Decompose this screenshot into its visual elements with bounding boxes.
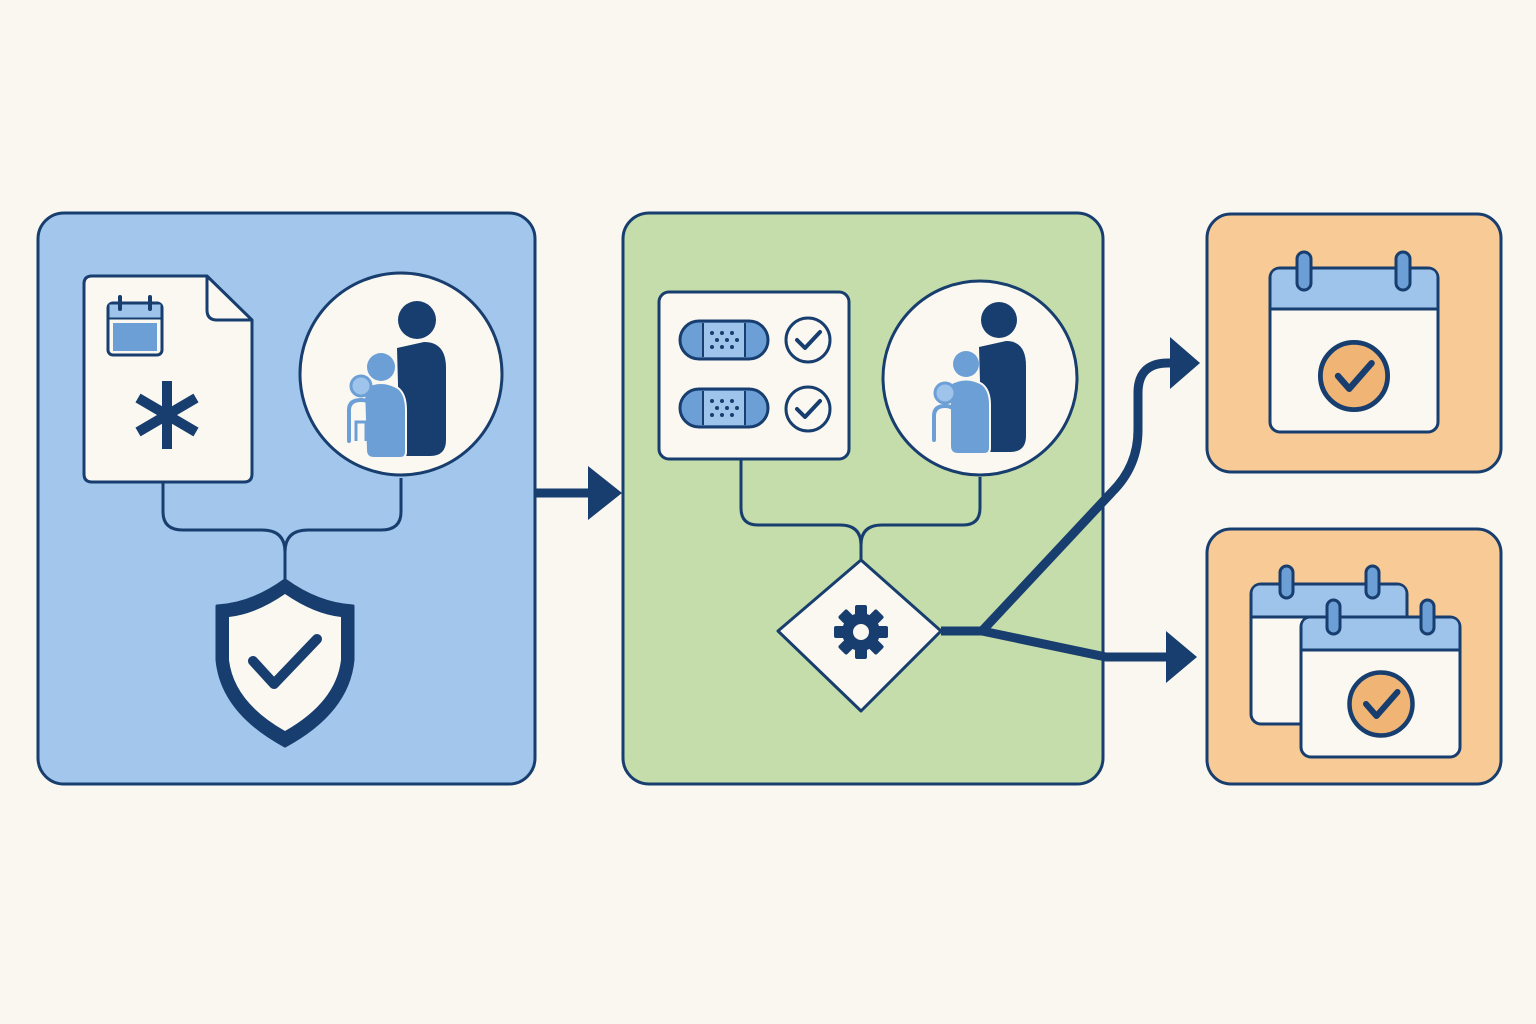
- asterisk-icon: [135, 381, 199, 449]
- connector-line: [161, 482, 287, 580]
- bandage-icon: [678, 387, 770, 429]
- gear-icon: [834, 605, 888, 659]
- arrow-intake-to-processing: [535, 466, 622, 520]
- check-circle-icon: [784, 316, 832, 364]
- calendar-check-icon: [1268, 250, 1440, 434]
- panel-processing: [621, 211, 1105, 786]
- panel-multi-schedule: [1205, 527, 1503, 786]
- family-icon: [298, 271, 504, 477]
- calendar-stack-icon: [1249, 564, 1462, 759]
- family-icon: [881, 279, 1079, 477]
- panel-single-schedule: [1205, 212, 1503, 474]
- arrow-processing-to-single: [941, 337, 1200, 636]
- bandage-icon: [678, 319, 770, 361]
- checklist-card: [657, 290, 851, 461]
- calendar-icon: [106, 295, 164, 357]
- document-icon: [82, 274, 254, 484]
- connector-line: [859, 477, 982, 546]
- panel-intake: [36, 211, 537, 786]
- arrow-processing-to-multi: [981, 626, 1197, 683]
- connector-line: [739, 460, 863, 560]
- connector-line: [283, 478, 403, 553]
- shield-check-icon: [215, 578, 355, 748]
- check-circle-icon: [784, 385, 832, 433]
- decision-diamond: [776, 558, 943, 713]
